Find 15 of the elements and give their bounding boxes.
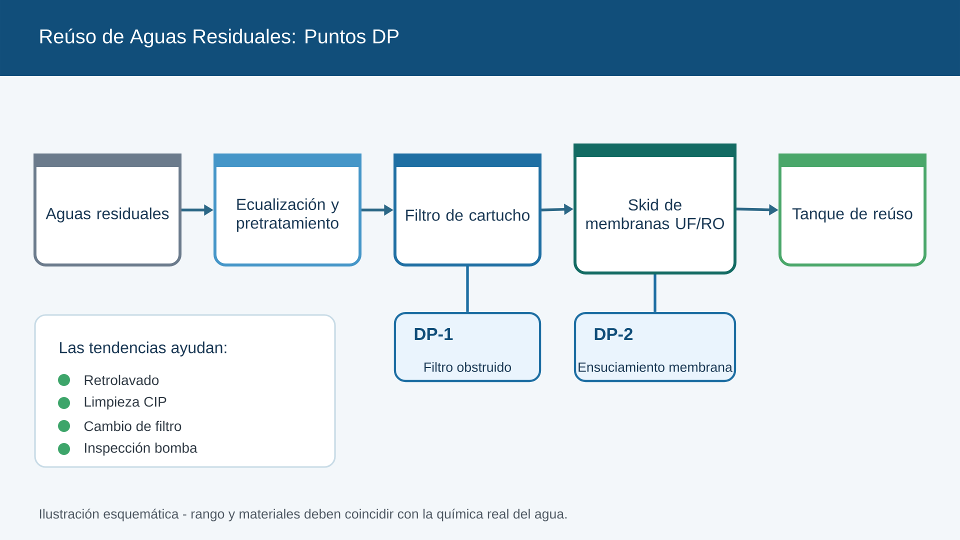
stage-box: Aguas residuales (34, 154, 182, 266)
stage-box: Skid de membranas UF/RO (574, 144, 736, 274)
connector-line (466, 266, 469, 312)
stage-box: Tanque de reúso (778, 154, 926, 266)
dp-box: DP-1 Filtro obstruido (394, 312, 542, 382)
dp-box: DP-2 Ensuciamiento membrana (574, 312, 736, 382)
list-item: Inspección bomba (58, 442, 198, 456)
stage-box: Ecualización y pretratamiento (214, 154, 362, 266)
caption: Ilustración esquemática - rango y materiales deben coincidir con la química real del agua. (40, 508, 567, 522)
list-item: Retrolavado (58, 374, 159, 386)
list-item: Cambio de filtro (58, 420, 182, 432)
stage-box: Filtro de cartucho (394, 154, 542, 266)
title: Reúso de Aguas Residuales: Puntos DP (40, 28, 399, 48)
connector-line (654, 274, 656, 312)
list-item: Limpieza CIP (58, 396, 166, 410)
